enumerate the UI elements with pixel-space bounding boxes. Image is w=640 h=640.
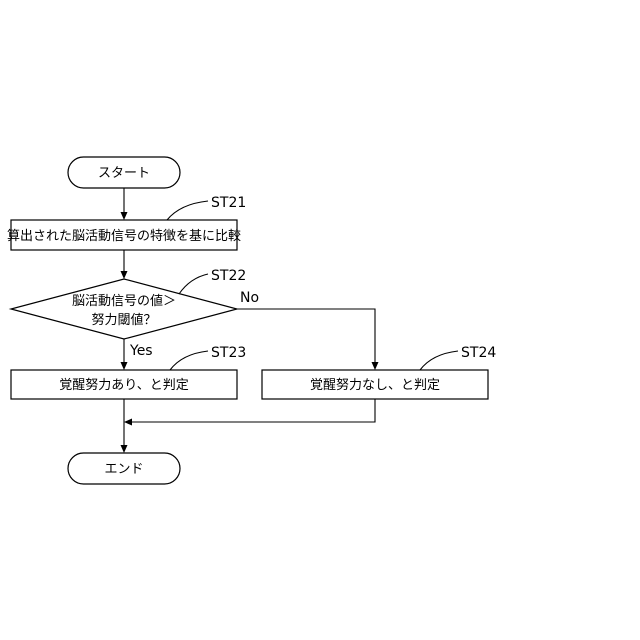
st23-step-label: ST23: [211, 345, 246, 361]
arrowhead: [121, 212, 128, 220]
edge-st23-to-end: [121, 399, 128, 453]
decision-st22: 脳活動信号の値＞ 努力閾値？ ST22: [11, 268, 246, 339]
st22-label-line1: 脳活動信号の値＞: [72, 293, 176, 309]
edge-st22-no: No: [237, 290, 379, 370]
end-label: エンド: [104, 462, 143, 477]
arrowhead: [124, 419, 132, 426]
edge-st21-to-st22: [121, 250, 128, 279]
st21-step-label: ST21: [211, 195, 246, 211]
start-terminal: スタート: [68, 157, 180, 188]
st23-label: 覚醒努力あり、と判定: [59, 378, 188, 393]
st21-label: 算出された脳活動信号の特徴を基に比較: [7, 229, 241, 244]
st22-label-line2: 努力閾値？: [91, 312, 156, 328]
st22-leader-line: [179, 274, 208, 294]
arrowhead: [121, 271, 128, 279]
st23-leader-line: [170, 351, 208, 370]
st24-step-label: ST24: [461, 345, 496, 361]
no-label: No: [240, 290, 259, 306]
yes-label: Yes: [129, 343, 153, 359]
st22-diamond: [11, 279, 237, 339]
arrowhead: [121, 362, 128, 370]
process-st24: 覚醒努力なし、と判定 ST24: [262, 345, 496, 399]
st21-leader-line: [167, 201, 208, 220]
arrowhead: [372, 362, 379, 370]
edge-st22-yes: Yes: [121, 339, 153, 370]
start-label: スタート: [98, 166, 150, 181]
edge-st24-to-merge: [124, 399, 375, 426]
arrowhead: [121, 445, 128, 453]
end-terminal: エンド: [68, 453, 180, 484]
process-st21: 算出された脳活動信号の特徴を基に比較 ST21: [7, 195, 246, 250]
st24-leader-line: [420, 351, 458, 370]
process-st23: 覚醒努力あり、と判定 ST23: [11, 345, 246, 399]
st24-label: 覚醒努力なし、と判定: [310, 378, 440, 393]
st22-step-label: ST22: [211, 268, 246, 284]
edge-start-to-st21: [121, 188, 128, 220]
